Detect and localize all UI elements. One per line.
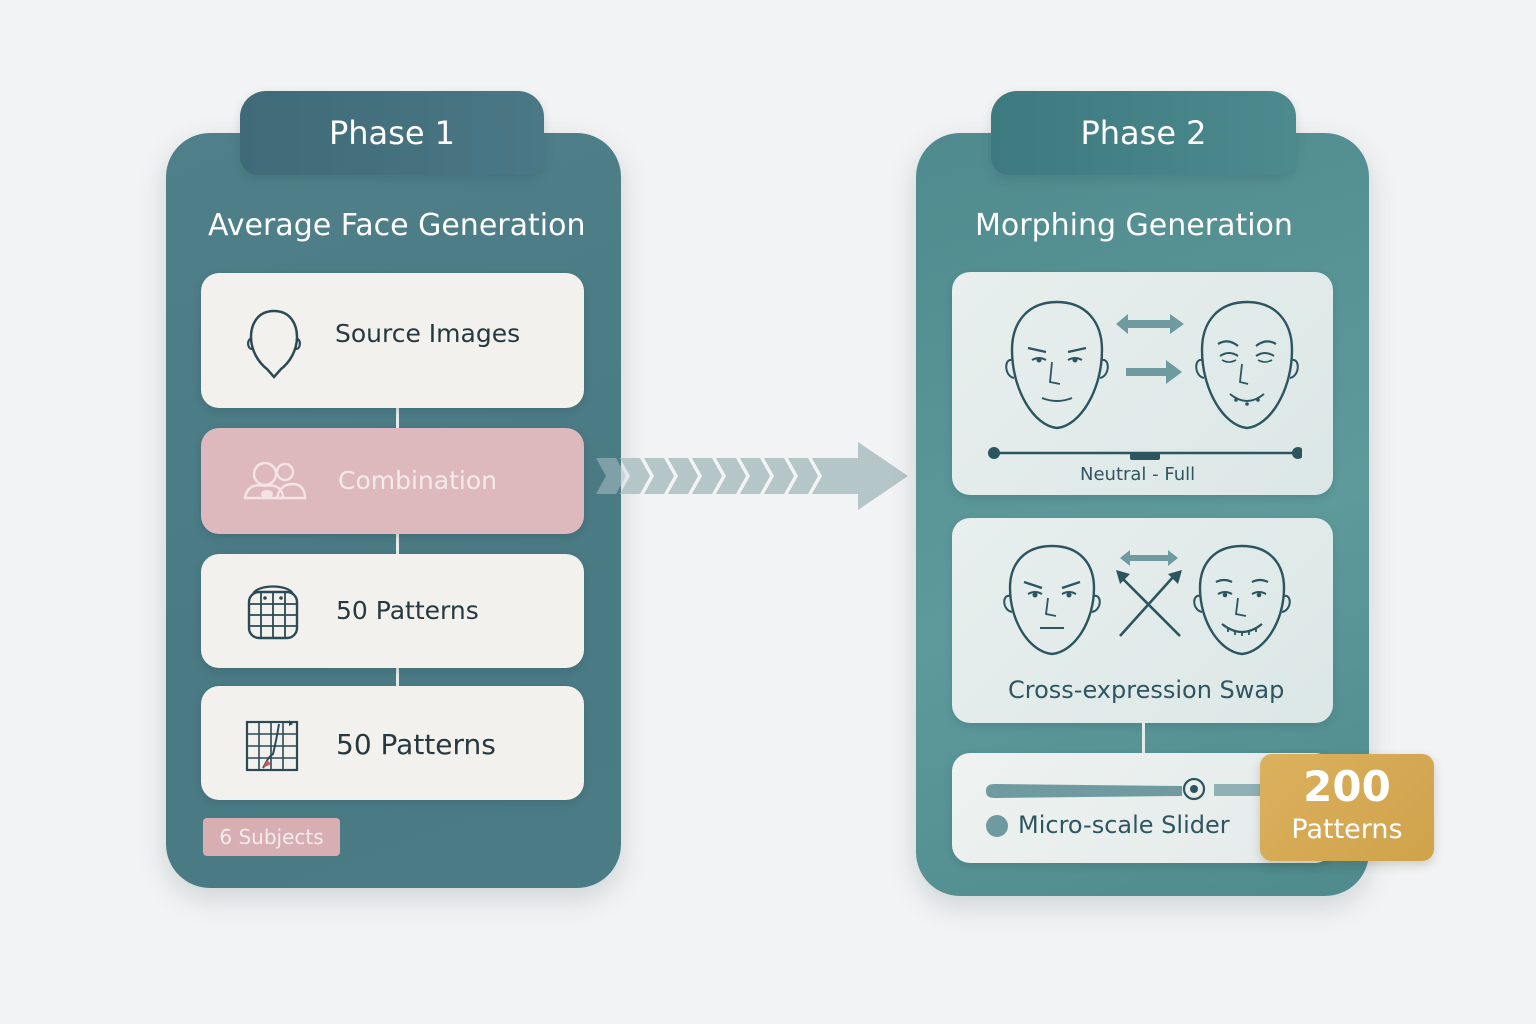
card-label: 50 Patterns: [336, 596, 479, 625]
face-grid-icon: [247, 585, 299, 640]
slider-dot-icon: [986, 815, 1008, 837]
face-group-icon: [243, 461, 307, 500]
grid-chart-icon: [245, 720, 299, 772]
phase1-tab: Phase 1: [240, 91, 544, 175]
connector-line: [1142, 723, 1145, 753]
morphing-card: Neutral - Full: [952, 272, 1333, 495]
card-label: Source Images: [335, 319, 521, 348]
connector-line: [396, 408, 399, 428]
patterns-card-1: 50 Patterns: [201, 554, 584, 668]
connector-line: [396, 534, 399, 554]
patterns-count-badge: 200 Patterns: [1260, 754, 1434, 861]
morph-range-slider[interactable]: [986, 444, 1302, 462]
subjects-badge: 6 Subjects: [203, 818, 340, 856]
phase2-heading: Morphing Generation: [975, 208, 1293, 243]
flow-arrow-icon: [596, 442, 908, 510]
phase1-tab-label: Phase 1: [328, 114, 456, 152]
combination-card: Combination: [201, 428, 584, 534]
neutral-face-icon: [1005, 300, 1109, 430]
patterns-count: 200: [1303, 762, 1391, 811]
full-expression-face-icon: [1195, 300, 1299, 430]
phase2-tab-label: Phase 2: [1080, 114, 1207, 152]
cross-swap-icon: [1116, 550, 1182, 637]
swap-arrows-icon: [1116, 314, 1184, 384]
slider-label: Micro-scale Slider: [1018, 811, 1230, 839]
swap-label: Cross-expression Swap: [1008, 676, 1285, 704]
connector-line: [396, 668, 399, 686]
card-label: 50 Patterns: [336, 728, 496, 761]
face-outline-icon: [247, 309, 301, 379]
phase2-tab: Phase 2: [991, 91, 1296, 175]
angry-face-icon: [1003, 544, 1101, 656]
cross-expression-card: Cross-expression Swap: [952, 518, 1333, 723]
patterns-card-2: 50 Patterns: [201, 686, 584, 800]
source-images-card: Source Images: [201, 273, 584, 408]
card-label: Combination: [338, 466, 497, 495]
micro-scale-slider[interactable]: [982, 777, 1272, 805]
morph-range-label: Neutral - Full: [1080, 464, 1196, 485]
patterns-unit: Patterns: [1291, 814, 1403, 845]
smiling-face-icon: [1193, 544, 1291, 656]
phase1-heading: Average Face Generation: [208, 208, 586, 243]
